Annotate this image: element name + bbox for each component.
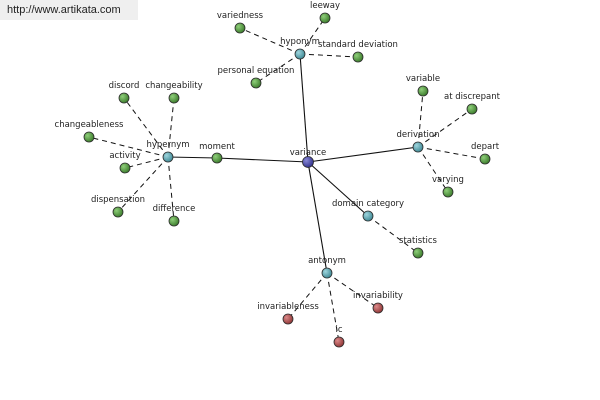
edge-hypernym-to-difference xyxy=(167,156,175,222)
node-variedness[interactable] xyxy=(234,22,246,34)
node-variance[interactable] xyxy=(302,156,314,168)
edge-hypernym-to-discord xyxy=(123,97,169,158)
node-label-variable: variable xyxy=(406,74,440,84)
edge-hypernym-to-changeability xyxy=(167,97,175,158)
node-discord[interactable] xyxy=(118,92,130,104)
node-statistics[interactable] xyxy=(412,247,424,259)
node-personal-equation[interactable] xyxy=(250,77,262,89)
node-label-domain-category: domain category xyxy=(332,199,404,209)
node-changeableness[interactable] xyxy=(83,131,95,143)
node-label-variance: variance xyxy=(290,148,327,158)
node-derivation[interactable] xyxy=(412,141,424,153)
edge-derivation-to-variable xyxy=(417,90,424,148)
edge-hyponym-to-leeway xyxy=(299,17,326,55)
edge-antonym-to-ic xyxy=(326,272,340,343)
node-label-derivation: derivation xyxy=(396,130,439,140)
edge-variance-to-derivation xyxy=(307,146,419,163)
edge-hyponym-to-variedness xyxy=(239,27,301,55)
node-label-personal-equation: personal equation xyxy=(218,66,295,76)
edge-hyponym-to-standard-deviation xyxy=(299,53,359,58)
edge-derivation-to-depart xyxy=(417,146,486,160)
edge-hypernym-to-activity xyxy=(124,156,169,169)
node-label-statistics: statistics xyxy=(399,236,437,246)
node-hypernym[interactable] xyxy=(162,151,174,163)
node-label-at-discrepant: at discrepant xyxy=(444,92,501,102)
node-dispensation[interactable] xyxy=(112,206,124,218)
edge-variance-to-domain-category xyxy=(307,161,369,217)
node-domain-category[interactable] xyxy=(362,210,374,222)
node-varying[interactable] xyxy=(442,186,454,198)
node-label-moment: moment xyxy=(199,142,235,152)
node-label-activity: activity xyxy=(109,151,140,161)
node-label-leeway: leeway xyxy=(310,1,340,11)
node-label-hyponym: hyponym xyxy=(280,37,320,47)
node-invariability[interactable] xyxy=(372,302,384,314)
node-difference[interactable] xyxy=(168,215,180,227)
node-moment[interactable] xyxy=(211,152,223,164)
node-depart[interactable] xyxy=(479,153,491,165)
edge-antonym-to-invariableness xyxy=(287,272,328,320)
node-label-ic: ic xyxy=(335,325,342,335)
node-label-dispensation: dispensation xyxy=(91,195,145,205)
node-label-changeableness: changeableness xyxy=(55,120,125,130)
node-ic[interactable] xyxy=(333,336,345,348)
node-label-discord: discord xyxy=(109,81,140,91)
node-label-varying: varying xyxy=(432,175,464,185)
node-label-invariability: invariability xyxy=(353,291,403,301)
node-label-invariableness: invariableness xyxy=(257,302,319,312)
edge-variance-to-hyponym xyxy=(299,53,309,163)
node-variable[interactable] xyxy=(417,85,429,97)
node-label-depart: depart xyxy=(471,142,500,152)
node-antonym[interactable] xyxy=(321,267,333,279)
node-leeway[interactable] xyxy=(319,12,331,24)
node-invariableness[interactable] xyxy=(282,313,294,325)
node-label-difference: difference xyxy=(153,204,196,214)
node-standard-deviation[interactable] xyxy=(352,51,364,63)
edge-moment-to-hypernym xyxy=(167,156,218,159)
edge-derivation-to-at-discrepant xyxy=(417,108,473,148)
edge-hypernym-to-dispensation xyxy=(117,156,169,213)
node-label-hypernym: hypernym xyxy=(146,140,189,150)
node-hyponym[interactable] xyxy=(294,48,306,60)
node-changeability[interactable] xyxy=(168,92,180,104)
watermark-url: http://www.artikata.com xyxy=(0,0,138,20)
edge-antonym-to-invariability xyxy=(326,272,379,309)
node-activity[interactable] xyxy=(119,162,131,174)
edge-derivation-to-varying xyxy=(417,146,449,193)
node-label-changeability: changeability xyxy=(145,81,202,91)
edges-layer xyxy=(88,17,486,343)
node-label-variedness: variedness xyxy=(217,11,264,21)
node-label-standard-deviation: standard deviation xyxy=(318,40,398,50)
edge-domain-category-to-statistics xyxy=(367,215,419,254)
edge-variance-to-antonym xyxy=(307,161,328,274)
edge-hypernym-to-changeableness xyxy=(88,136,169,158)
node-label-antonym: antonym xyxy=(308,256,346,266)
labels-layer: variance hyponym hypernym derivation domain … xyxy=(55,1,501,335)
node-at-discrepant[interactable] xyxy=(466,103,478,115)
nodes-layer xyxy=(83,12,491,348)
edge-variance-to-moment xyxy=(216,157,309,163)
